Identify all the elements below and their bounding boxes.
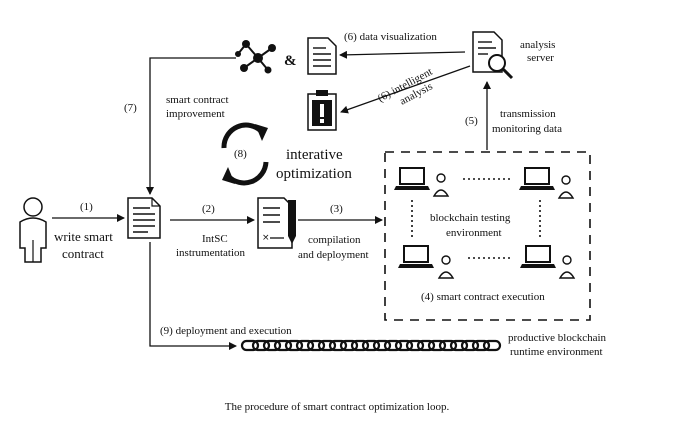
step-2-label: (2): [202, 203, 215, 215]
transmission-label-2: monitoring data: [492, 123, 562, 135]
laptop-node-top-right: [519, 167, 575, 199]
figure-caption: The procedure of smart contract optimiza…: [225, 401, 450, 413]
developer-icon: [19, 197, 47, 263]
step-6-visualization-label: (6) data visualization: [344, 31, 437, 43]
transmission-label-1: transmission: [500, 108, 556, 120]
improvement-label-1: smart contract: [166, 94, 229, 106]
laptop-node-top-left: [394, 167, 450, 197]
testing-env-label-1: blockchain testing: [430, 212, 511, 224]
step-8-label: (8): [234, 148, 247, 160]
instrumentation-label-1: IntSC: [202, 233, 228, 245]
arrow-step-7: [146, 57, 236, 195]
improvement-label-2: improvement: [166, 108, 225, 120]
testing-env-label-2: environment: [446, 227, 502, 239]
analysis-server-icon: [472, 31, 514, 80]
testing-environment-box: [384, 151, 591, 321]
productive-env-label-1: productive blockchain: [508, 332, 607, 344]
step-1-label: (1): [80, 201, 93, 213]
iterative-label-1: interative: [286, 147, 343, 163]
report-document-icon: [307, 37, 337, 75]
compilation-label-2: and deployment: [298, 249, 369, 261]
compilation-label-1: compilation: [308, 234, 361, 246]
step-9-label: (9) deployment and execution: [160, 325, 292, 337]
step-7-label: (7): [124, 102, 137, 114]
svg-text:×: ×: [262, 233, 270, 243]
step-6-analysis-label: (6) intelligent analysis: [376, 66, 435, 108]
arrow-step-9: [149, 242, 237, 350]
productive-env-label-2: runtime environment: [510, 346, 603, 358]
arrow-step-6-analysis: [340, 65, 471, 114]
write-contract-label-2: contract: [62, 246, 104, 261]
step-3-label: (3): [330, 203, 343, 215]
warning-clipboard-icon: [307, 90, 337, 131]
write-contract-label-1: write smart: [54, 229, 113, 244]
arrow-step-6-visualization: [339, 50, 466, 59]
refresh-cycle-icon: [221, 122, 269, 186]
analysis-server-label-2: server: [527, 52, 554, 64]
ampersand-label: &: [284, 53, 297, 69]
execution-label: (4) smart contract execution: [421, 291, 545, 303]
analysis-server-label-1: analysis: [520, 39, 555, 51]
step-5-label: (5): [465, 115, 478, 127]
laptop-node-bottom-left: [398, 245, 455, 279]
iterative-label-2: optimization: [276, 166, 352, 182]
laptop-node-bottom-right: [520, 245, 576, 279]
contract-document-icon: [127, 197, 161, 239]
network-graph-icon: [235, 40, 276, 74]
blockchain-chain-icon: [240, 339, 502, 352]
instrumentation-label-2: instrumentation: [176, 247, 246, 259]
instrumented-contract-icon: ×: [257, 197, 296, 249]
